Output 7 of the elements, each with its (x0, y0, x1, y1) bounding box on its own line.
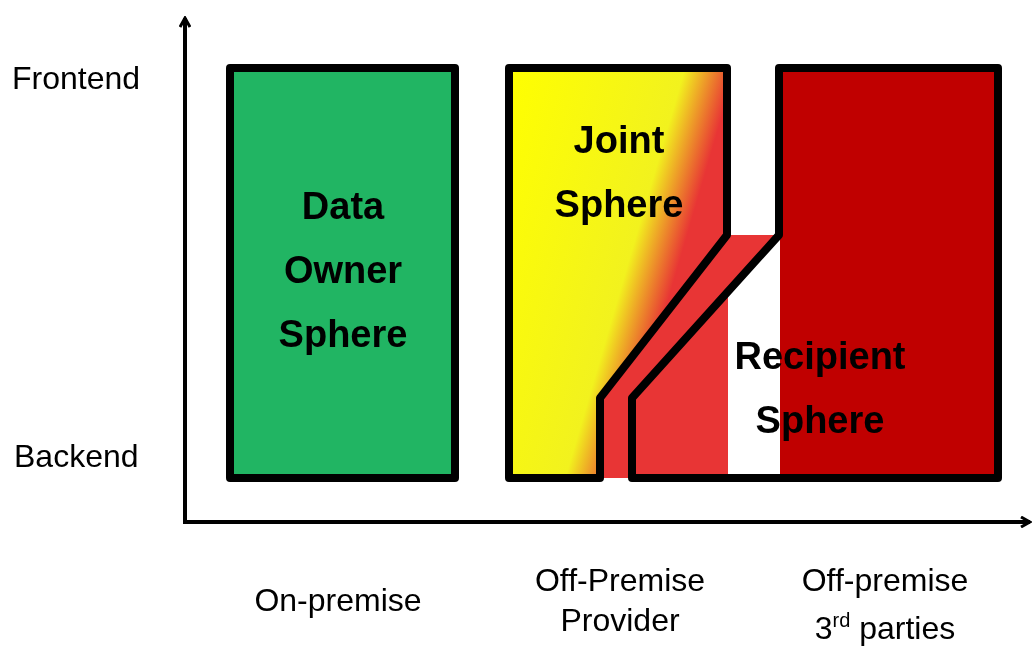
axis-label: Frontend (12, 59, 141, 98)
axis-label: Backend (14, 437, 139, 476)
region-label: Data Owner Sphere (277, 184, 409, 357)
region-label: Joint Sphere (553, 118, 685, 227)
axis-category-label: On-premise (253, 581, 423, 620)
axis-category-label: Off-Premise Provider (533, 561, 707, 640)
axis-category-label: Off-premise 3$^{rd}$ parties (800, 561, 970, 646)
